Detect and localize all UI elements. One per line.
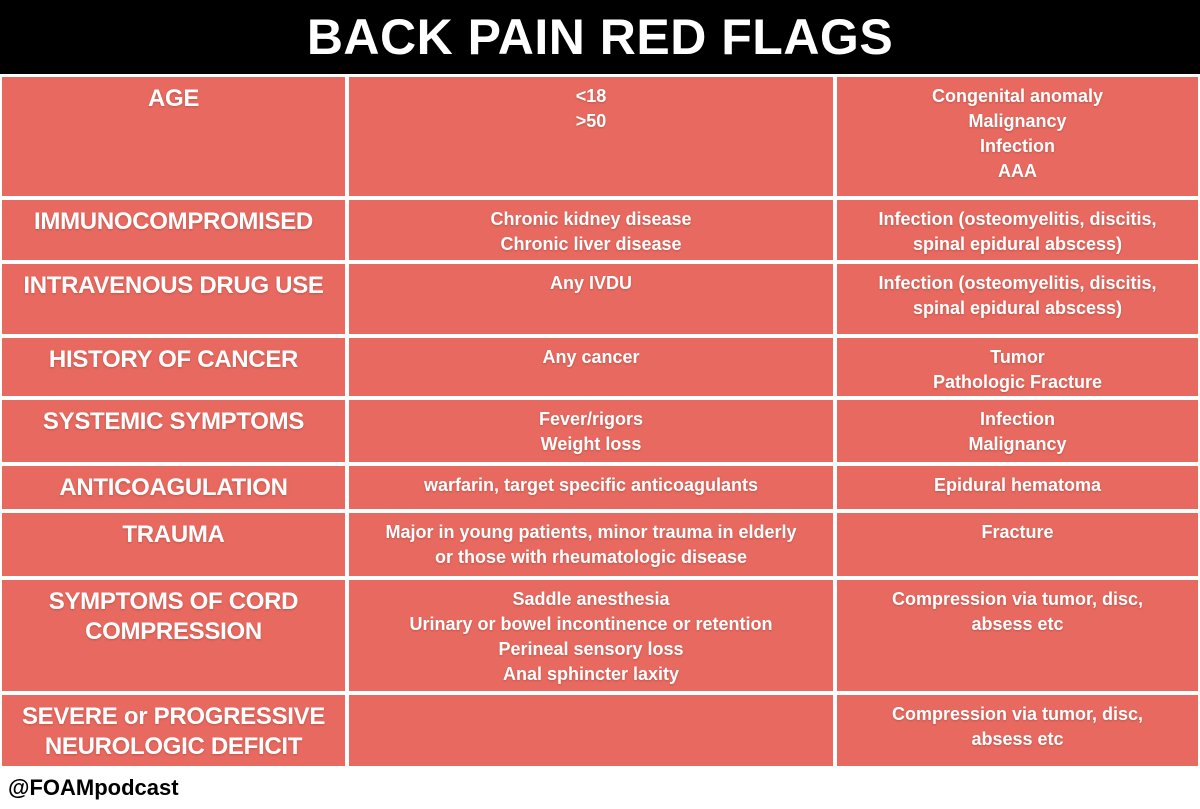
row-label-ivdu: INTRAVENOUS DRUG USE — [2, 264, 345, 334]
social-handle: @FOAMpodcast — [8, 775, 179, 800]
row-criteria-history-of-cancer: Any cancer — [349, 338, 833, 396]
row-label-systemic-symptoms: SYSTEMIC SYMPTOMS — [2, 400, 345, 462]
row-label-anticoagulation: ANTICOAGULATION — [2, 466, 345, 509]
row-criteria-trauma: Major in young patients, minor trauma in… — [349, 513, 833, 576]
row-criteria-systemic-symptoms: Fever/rigors Weight loss — [349, 400, 833, 462]
row-concern-history-of-cancer: Tumor Pathologic Fracture — [837, 338, 1198, 396]
row-label-history-of-cancer: HISTORY OF CANCER — [2, 338, 345, 396]
row-concern-cord-compression: Compression via tumor, disc, absess etc — [837, 580, 1198, 691]
row-concern-trauma: Fracture — [837, 513, 1198, 576]
row-criteria-age: <18 >50 — [349, 77, 833, 196]
row-concern-systemic-symptoms: Infection Malignancy — [837, 400, 1198, 462]
row-criteria-neurologic-deficit — [349, 695, 833, 766]
row-concern-immunocompromised: Infection (osteomyelitis, discitis, spin… — [837, 200, 1198, 260]
row-label-neurologic-deficit: SEVERE or PROGRESSIVE NEUROLOGIC DEFICIT — [2, 695, 345, 766]
page-title: BACK PAIN RED FLAGS — [306, 9, 894, 65]
row-label-immunocompromised: IMMUNOCOMPROMISED — [2, 200, 345, 260]
row-concern-ivdu: Infection (osteomyelitis, discitis, spin… — [837, 264, 1198, 334]
row-criteria-anticoagulation: warfarin, target specific anticoagulants — [349, 466, 833, 509]
row-criteria-cord-compression: Saddle anesthesia Urinary or bowel incon… — [349, 580, 833, 691]
row-concern-anticoagulation: Epidural hematoma — [837, 466, 1198, 509]
row-label-trauma: TRAUMA — [2, 513, 345, 576]
row-criteria-ivdu: Any IVDU — [349, 264, 833, 334]
row-concern-age: Congenital anomaly Malignancy Infection … — [837, 77, 1198, 196]
footer: @FOAMpodcast — [0, 766, 1200, 809]
title-bar: BACK PAIN RED FLAGS — [0, 0, 1200, 74]
row-criteria-immunocompromised: Chronic kidney disease Chronic liver dis… — [349, 200, 833, 260]
row-concern-neurologic-deficit: Compression via tumor, disc, absess etc — [837, 695, 1198, 766]
row-label-age: AGE — [2, 77, 345, 196]
row-label-cord-compression: SYMPTOMS OF CORD COMPRESSION — [2, 580, 345, 691]
red-flags-table: AGE <18 >50 Congenital anomaly Malignanc… — [2, 77, 1198, 766]
